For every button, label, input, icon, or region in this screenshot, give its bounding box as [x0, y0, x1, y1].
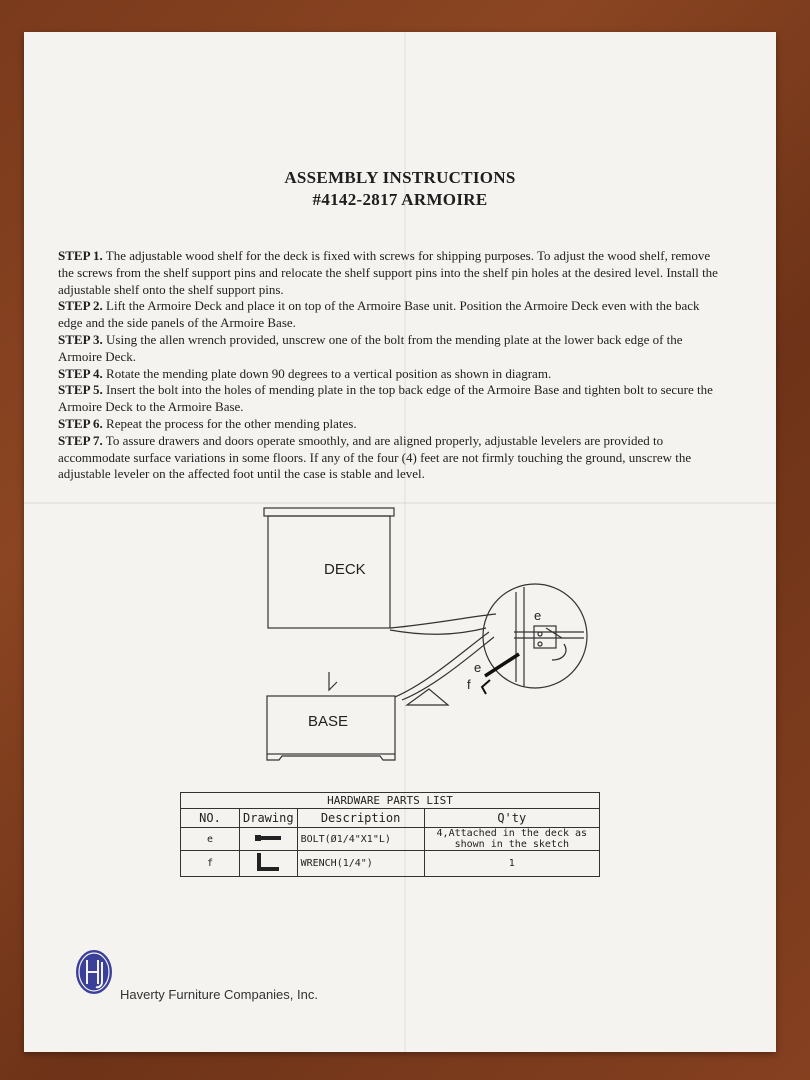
column-header-description: Description — [296, 808, 425, 828]
step-label: STEP 2. — [58, 298, 103, 314]
column-header-no: NO. — [180, 808, 240, 828]
assembly-steps: STEP 1. The adjustable wood shelf for th… — [58, 248, 718, 483]
step-6: STEP 6. Repeat the process for the other… — [58, 416, 718, 433]
part-qty: 4,Attached in the deck as shown in the s… — [423, 827, 601, 851]
allen-wrench-icon — [480, 652, 520, 695]
part-no: f — [180, 850, 240, 877]
step-7: STEP 7. To assure drawers and doors oper… — [58, 433, 718, 483]
haverty-hi-logo-icon — [76, 950, 112, 994]
step-text: To assure drawers and doors operate smoo… — [58, 432, 692, 482]
base-drawing — [266, 695, 396, 761]
step-1: STEP 1. The adjustable wood shelf for th… — [58, 248, 718, 298]
step-text: Insert the bolt into the holes of mendin… — [58, 382, 713, 415]
step-3: STEP 3. Using the allen wrench provided,… — [58, 332, 718, 366]
step-label: STEP 5. — [58, 382, 103, 398]
instruction-sheet: ASSEMBLY INSTRUCTIONS #4142-2817 ARMOIRE… — [24, 32, 776, 1052]
step-text: Using the allen wrench provided, unscrew… — [58, 331, 683, 364]
step-4: STEP 4. Rotate the mending plate down 90… — [58, 366, 718, 383]
deck-drawing — [263, 507, 395, 629]
step-label: STEP 1. — [58, 248, 103, 263]
callout-e-top: e — [534, 608, 541, 623]
bolt-icon — [255, 834, 282, 841]
step-label: STEP 4. — [58, 365, 103, 381]
part-qty: 1 — [423, 850, 601, 877]
part-description: WRENCH(1/4") — [296, 850, 425, 877]
part-description: BOLT(Ø1/4"X1"L) — [296, 827, 425, 851]
assembly-diagram: DECK BASE e e f — [263, 507, 588, 761]
column-header-qty: Q'ty — [423, 808, 601, 828]
step-text: Rotate the mending plate down 90 degrees… — [102, 365, 552, 381]
page-title: ASSEMBLY INSTRUCTIONS — [284, 168, 516, 187]
down-arrow-icon — [328, 672, 338, 692]
step-5: STEP 5. Insert the bolt into the holes o… — [58, 382, 718, 416]
hardware-parts-table: HARDWARE PARTS LIST NO. Drawing Descript… — [180, 792, 601, 877]
wedge-drawing — [405, 688, 450, 706]
step-text: Repeat the process for the other mending… — [102, 415, 357, 431]
table-row: e BOLT(Ø1/4"X1"L) 4,Attached in the deck… — [180, 827, 601, 851]
table-caption: HARDWARE PARTS LIST — [180, 792, 600, 809]
step-text: The adjustable wood shelf for the deck i… — [58, 248, 718, 297]
table-row: f WRENCH(1/4") 1 — [180, 850, 601, 877]
step-label: STEP 3. — [58, 331, 103, 347]
step-2: STEP 2. Lift the Armoire Deck and place … — [58, 298, 718, 332]
company-name: Haverty Furniture Companies, Inc. — [120, 987, 318, 1002]
base-label: BASE — [308, 713, 348, 730]
part-no: e — [180, 827, 240, 851]
column-header-drawing: Drawing — [239, 808, 298, 828]
deck-label: DECK — [324, 561, 366, 578]
allen-wrench-icon — [257, 853, 280, 871]
step-text: Lift the Armoire Deck and place it on to… — [58, 298, 700, 331]
product-number: #4142-2817 ARMOIRE — [312, 190, 488, 209]
step-label: STEP 6. — [58, 415, 103, 431]
detail-magnifier — [482, 583, 588, 689]
step-label: STEP 7. — [58, 432, 103, 448]
callout-e: e — [474, 660, 481, 675]
callout-f: f — [467, 677, 471, 692]
